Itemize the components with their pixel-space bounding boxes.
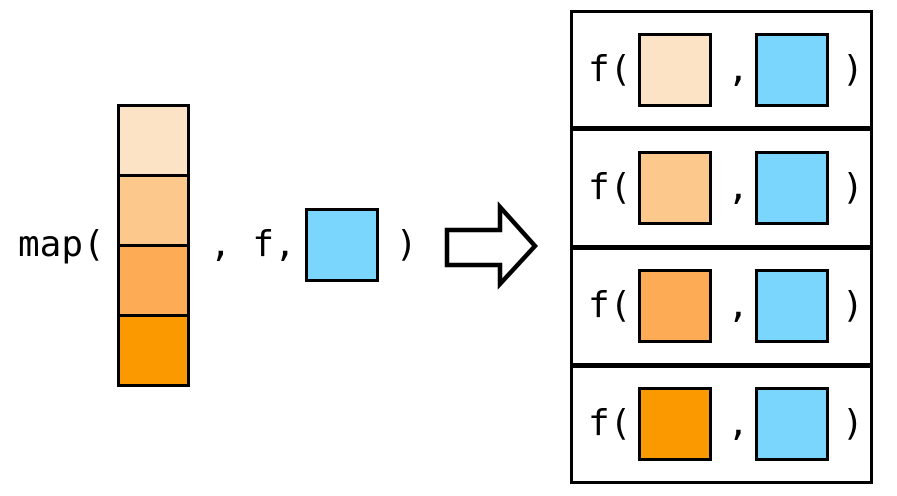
list-cell-4 [116, 313, 190, 387]
call-comma: , [727, 285, 750, 327]
list-cell-3 [116, 243, 190, 317]
call-open-label: f( [588, 285, 632, 327]
call-comma: , [727, 403, 750, 445]
call-scalar-square-3 [755, 269, 830, 344]
call-close-label: ) [842, 166, 864, 208]
scalar-arg-square [304, 208, 379, 282]
call-close-label: ) [842, 48, 864, 90]
function-arg-label: f, [252, 224, 296, 265]
call-open-label: f( [588, 166, 632, 208]
call-scalar-square-1 [755, 32, 830, 107]
map-expression: map( , f, ) [18, 102, 417, 388]
call-open-label: f( [588, 403, 632, 445]
input-list-stack [116, 103, 190, 387]
result-table: f( , ) f( , ) f( , ) f( , ) [570, 10, 873, 484]
call-scalar-square-4 [755, 387, 830, 462]
call-close-label: ) [842, 403, 864, 445]
result-row-2: f( , ) [570, 128, 873, 248]
result-row-1: f( , ) [570, 10, 873, 130]
result-row-4: f( , ) [570, 364, 873, 484]
call-comma: , [727, 48, 750, 90]
map-open-label: map( [18, 224, 105, 265]
list-separator-comma: , [209, 224, 232, 265]
call-item-square-4 [638, 387, 713, 462]
call-item-square-1 [638, 32, 713, 107]
map-close-paren: ) [395, 224, 418, 265]
call-close-label: ) [842, 285, 864, 327]
list-cell-1 [116, 103, 190, 177]
call-item-square-2 [638, 150, 713, 225]
right-block-arrow-icon [440, 200, 542, 292]
result-row-3: f( , ) [570, 246, 873, 366]
call-scalar-square-2 [755, 150, 830, 225]
list-cell-2 [116, 173, 190, 247]
call-item-square-3 [638, 269, 713, 344]
call-comma: , [727, 166, 750, 208]
call-open-label: f( [588, 48, 632, 90]
